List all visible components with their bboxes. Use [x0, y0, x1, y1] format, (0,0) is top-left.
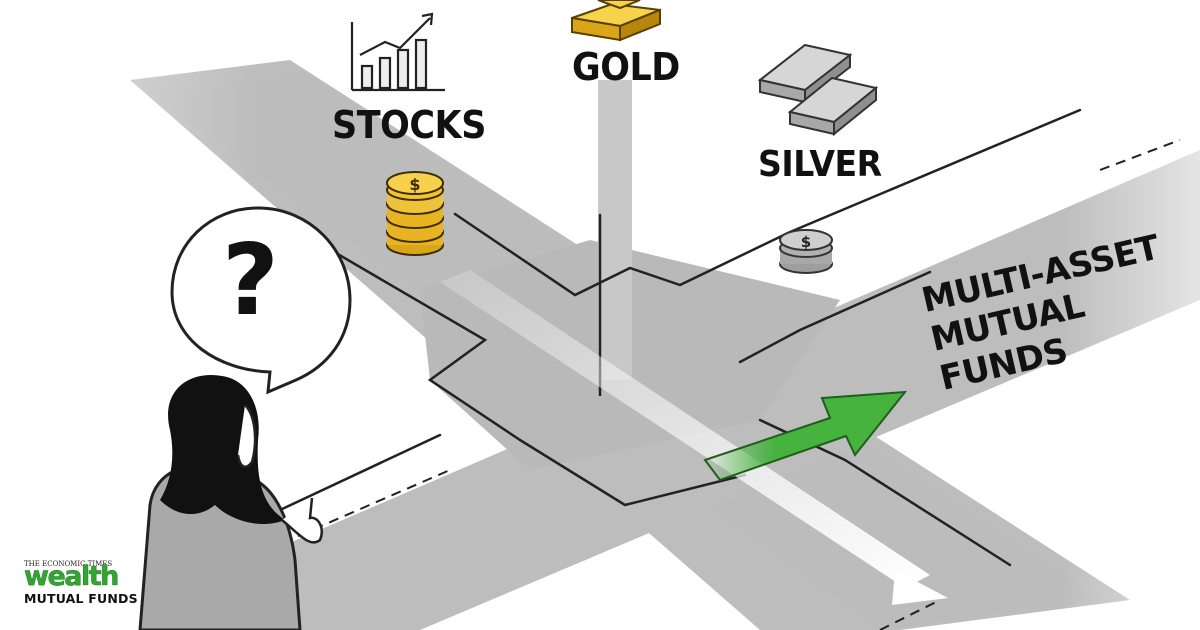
gold-coin-stack-icon: $ [386, 171, 444, 256]
logo-kicker: THE ECONOMIC TIMES [24, 560, 113, 568]
svg-text:$: $ [409, 175, 420, 194]
svg-text:$: $ [801, 233, 811, 251]
speech-bubble [170, 206, 352, 395]
silver-coin-stack-icon: $ [779, 229, 833, 274]
green-arrow-icon [703, 390, 908, 482]
et-wealth-mutual-funds-logo: THE ECONOMIC TIMES wealth MUTUAL FUNDS [24, 560, 144, 612]
label-gold: GOLD [572, 45, 680, 89]
logo-wordmark: wealth [24, 561, 120, 592]
gold-bars-icon [571, 0, 661, 42]
question-mark: ? [222, 224, 279, 338]
road-gold [598, 80, 632, 380]
bar-chart-up-icon [350, 12, 445, 92]
woman-figure [138, 374, 323, 630]
silver-bars-icon [757, 43, 879, 137]
label-silver: SILVER [758, 144, 882, 185]
white-path-arrow [440, 270, 948, 605]
logo-subtitle: MUTUAL FUNDS [24, 591, 138, 606]
label-stocks: STOCKS [332, 103, 486, 147]
